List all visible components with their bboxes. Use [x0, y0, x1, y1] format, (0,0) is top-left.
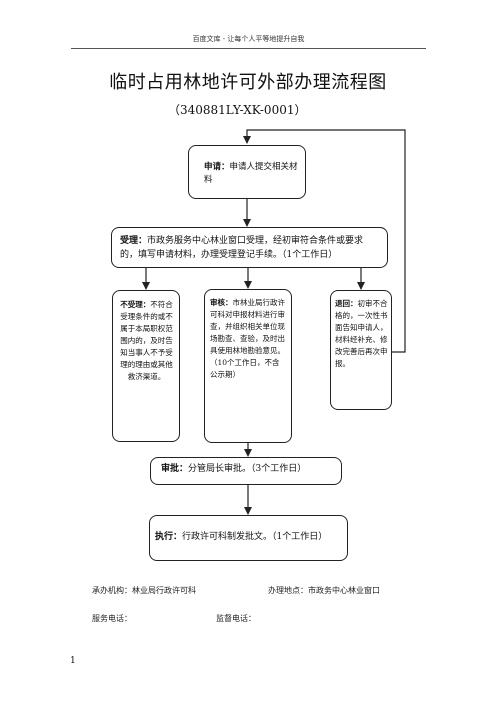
step-approve: 审批：分管局长审批。（3个工作日）: [150, 457, 342, 485]
step-execute: 执行：行政许可科制发批文。（1个工作日）: [149, 515, 348, 561]
footer-organ: 承办机构：林业局行政许可科: [92, 586, 196, 595]
page-header: 百度文库 - 让每个人平等地提升自我: [71, 34, 426, 49]
step-execute-text: 行政许可科制发批文。（1个工作日）: [182, 532, 328, 542]
footer-supervise-phone: 监督电话：: [216, 614, 256, 623]
step-reject-label: 不受理：: [120, 300, 151, 309]
step-apply-text: 申请人提交相关材料: [204, 162, 298, 185]
footer-location: 办理地点：市政务中心林业窗口: [268, 586, 380, 595]
step-approve-label: 审批：: [161, 464, 189, 474]
step-review: 审核：市林业局行政许可科对申报材料进行审查，并组织相关单位现场勘查、查验，及时出…: [204, 289, 292, 443]
step-review-label: 审核：: [210, 298, 233, 307]
step-return-text: 初审不合格的，一次性书面告知申请人，材料经补充、修改完善后再次申报。: [335, 299, 388, 368]
arrow-return-to-apply: [243, 129, 406, 353]
step-review-text: 市林业局行政许可科对申报材料进行审查，并组织相关单位现场勘查、查验，及时出具使用…: [210, 298, 285, 379]
step-apply: 申请：申请人提交相关材料: [188, 145, 306, 199]
step-accept: 受理：市政务服务中心林业窗口受理，经初审符合条件或要求的，填写申请材料，办理受理…: [111, 227, 388, 268]
step-return: 退回：初审不合格的，一次性书面告知申请人，材料经补充、修改完善后再次申报。: [330, 290, 392, 410]
step-approve-text: 分管局长审批。（3个工作日）: [188, 464, 307, 474]
step-reject: 不受理：不符合受理条件的或不属于本局职权范围内的，及时告知当事人不予受理的理由或…: [112, 290, 180, 442]
step-accept-text: 市政务服务中心林业窗口受理，经初审符合条件或要求的，填写申请材料，办理受理登记手…: [120, 236, 364, 260]
step-apply-label: 申请：: [204, 162, 230, 172]
step-accept-label: 受理：: [120, 236, 148, 246]
page-number: 1: [70, 656, 76, 666]
step-return-label: 退回：: [335, 299, 358, 308]
document-code: （340881LY-XK-0001）: [168, 103, 307, 117]
step-execute-label: 执行：: [155, 532, 183, 542]
footer-service-phone: 服务电话：: [92, 614, 132, 623]
document-title: 临时占用林地许可外部办理流程图: [109, 72, 387, 93]
step-reject-text: 不符合受理条件的或不属于本局职权范围内的，及时告知当事人不予受理的理由或其他救济…: [120, 300, 173, 381]
